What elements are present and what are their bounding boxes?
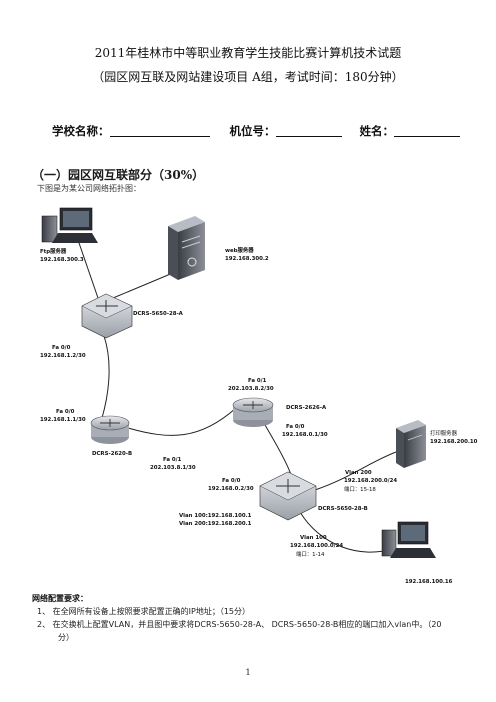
link-ftp-swA bbox=[77, 239, 99, 299]
name-label: 姓名： bbox=[359, 124, 395, 138]
ftp-server-name: Ftp服务器 bbox=[40, 247, 67, 255]
web-server-name: web服务器 bbox=[225, 246, 254, 254]
router-a-p0-name: Fa 0/0 bbox=[286, 424, 305, 430]
svi-vlan100: Vlan 100:192.168.100.1 bbox=[179, 513, 252, 519]
requirements-title: 网络配置要求： bbox=[32, 593, 88, 603]
link-swB-print bbox=[314, 451, 397, 491]
document-subtitle: （园区网互联及网站建设项目 A组，考试时间：180分钟） bbox=[92, 70, 404, 84]
switch-a-icon bbox=[81, 293, 133, 339]
switch-b-port-name: Fa 0/0 bbox=[222, 478, 241, 484]
seat-blank[interactable] bbox=[275, 124, 342, 137]
seat-label: 机位号： bbox=[229, 124, 276, 138]
pc-ip: 192.168.100.16 bbox=[405, 579, 453, 585]
link-swA-rB bbox=[101, 335, 110, 419]
vlan100-net: 192.168.100.0/24 bbox=[290, 543, 343, 549]
print-server-name: 打印服务器 bbox=[430, 429, 458, 437]
name-blank[interactable] bbox=[394, 124, 461, 137]
page-number: 1 bbox=[245, 668, 251, 677]
school-label: 学校名称： bbox=[52, 124, 110, 138]
print-server-ip: 192.168.200.10 bbox=[430, 439, 478, 445]
requirement-item: 2、 在交换机上配置VLAN，并且图中要求将DCRS-5650-28-A、 DC… bbox=[37, 620, 442, 629]
router-a-p0-ip: 192.168.0.1/30 bbox=[282, 432, 328, 438]
document-title: 2011年桂林市中等职业教育学生技能比赛计算机技术试题 bbox=[94, 46, 402, 60]
switch-a-name: DCRS-5650-28-A bbox=[133, 311, 184, 317]
ftp-server-ip: 192.168.300.3 bbox=[40, 257, 84, 263]
switch-b-icon bbox=[259, 471, 317, 521]
router-b-p1-name: Fa 0/1 bbox=[163, 457, 182, 463]
print-server-icon bbox=[396, 420, 426, 468]
switch-a-port-ip: 192.168.1.2/30 bbox=[40, 353, 86, 359]
router-a-p1-ip: 202.103.8.2/30 bbox=[228, 386, 274, 392]
router-a-p1-name: Fa 0/1 bbox=[248, 378, 267, 384]
network-topology-diagram: Ftp服务器 192.168.300.3 web服务器 192.168.300.… bbox=[40, 207, 478, 585]
router-b-p1-ip: 202.103.8.1/30 bbox=[150, 465, 196, 471]
web-server-icon bbox=[168, 216, 205, 280]
router-a-icon bbox=[232, 397, 274, 427]
switch-b-port-ip: 192.168.0.2/30 bbox=[208, 486, 254, 492]
vlan200-name: Vlan 200 bbox=[345, 470, 372, 476]
section-intro: 下图是为某公司网络拓扑图： bbox=[37, 184, 141, 193]
switch-a-port-name: Fa 0/0 bbox=[52, 345, 71, 351]
router-b-p0-ip: 192.168.1.1/30 bbox=[40, 417, 86, 423]
router-a-name: DCRS-2626-A bbox=[286, 405, 327, 411]
switch-b-name: DCRS-5650-28-B bbox=[318, 506, 368, 512]
student-info-line: 学校名称： 机位号： 姓名： bbox=[52, 123, 461, 139]
section-heading: （一）园区网互联部分（30%） bbox=[32, 168, 205, 182]
link-web-swA bbox=[112, 269, 181, 299]
ftp-server-icon bbox=[41, 207, 98, 243]
web-server-ip: 192.168.300.2 bbox=[225, 256, 269, 262]
vlan100-ports: 端口：1-14 bbox=[296, 550, 325, 558]
link-rB-rA bbox=[127, 407, 237, 436]
requirement-item: 1、 在全网所有设备上按照要求配置正确的IP地址；（15分） bbox=[37, 607, 250, 616]
school-blank[interactable] bbox=[109, 124, 210, 137]
vlan100-name: Vlan 100 bbox=[300, 535, 327, 541]
requirement-item-continued: 分） bbox=[58, 633, 74, 642]
svi-vlan200: Vlan 200:192.168.200.1 bbox=[179, 521, 252, 527]
router-b-name: DCRS-2620-B bbox=[92, 451, 132, 457]
pc-icon bbox=[381, 521, 436, 558]
router-b-p0-name: Fa 0/0 bbox=[56, 409, 75, 415]
vlan200-net: 192.168.200.0/24 bbox=[344, 478, 397, 484]
router-b-icon bbox=[90, 415, 130, 444]
vlan200-ports: 端口：15-18 bbox=[344, 485, 376, 493]
